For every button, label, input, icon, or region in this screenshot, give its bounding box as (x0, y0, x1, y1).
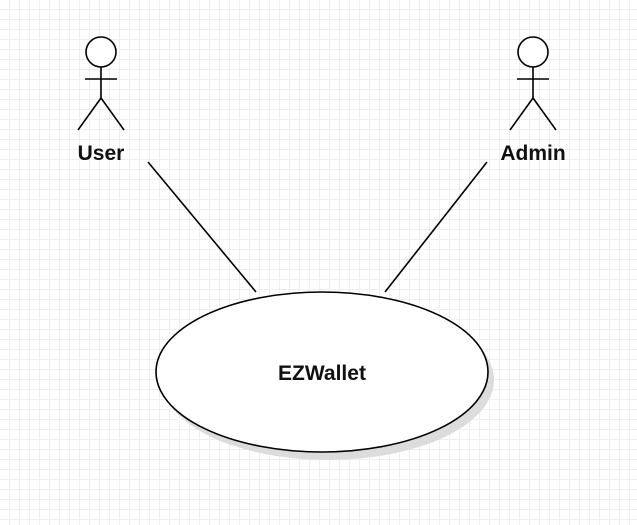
association-admin-ezwallet[interactable] (384, 161, 488, 293)
stick-figure-icon (509, 36, 557, 131)
actor-admin[interactable]: Admin (500, 36, 566, 165)
actor-user-label: User (78, 142, 125, 165)
use-case-ezwallet[interactable]: EZWallet (155, 291, 494, 460)
stick-figure-icon (77, 36, 125, 131)
use-case-ellipse (155, 291, 489, 453)
association-user-ezwallet[interactable] (147, 161, 257, 293)
actor-admin-label: Admin (500, 142, 565, 165)
use-case-ezwallet-label: EZWallet (278, 362, 366, 385)
actor-user[interactable]: User (77, 36, 125, 165)
